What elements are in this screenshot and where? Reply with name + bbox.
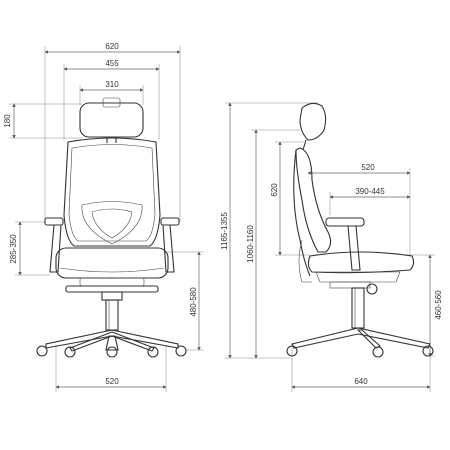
label-seat-height-front: 480-580 [189,287,198,317]
label-base-width: 520 [105,377,119,386]
dim-overall-width: 620 [44,42,181,222]
dim-base-width: 520 [55,345,167,392]
side-view: 1165-1355 1060-1160 620 520 390-445 [220,102,443,392]
label-seat-height-side: 460-560 [434,290,443,320]
dim-backrest-height: 620 [270,141,310,256]
front-mechanism [65,285,159,331]
dim-seat-depth: 520 [307,163,411,255]
dim-seat-height-front: 480-580 [165,251,204,351]
dim-seat-depth-adjust: 390-445 [329,187,411,215]
side-backrest [293,147,332,283]
front-base [36,329,187,358]
dim-armrest-height: 285-350 [9,221,50,276]
front-headrest [79,97,144,143]
dim-headrest-width: 310 [79,80,144,105]
label-armrest-height: 285-350 [9,234,18,264]
label-headrest-width: 310 [105,80,119,89]
label-backrest-height: 620 [270,183,279,197]
dim-back-height: 1060-1160 [246,129,300,359]
side-armrest [325,217,365,271]
dim-overall-height: 1165-1355 [220,102,318,359]
label-backrest-width: 455 [105,59,119,68]
label-back-height: 1060-1160 [246,225,255,263]
side-headrest [299,102,327,151]
label-seat-depth-adjust: 390-445 [355,187,385,196]
label-base-depth: 640 [354,377,368,386]
front-view: 620 455 310 180 285-350 [3,42,204,392]
dim-seat-height-side: 460-560 [405,254,443,357]
dim-headrest-height: 180 [3,103,82,139]
front-armrests [44,217,180,273]
label-overall-width: 620 [105,42,119,51]
dim-base-depth: 640 [291,345,431,392]
side-base [286,327,434,358]
side-column [351,287,365,329]
front-seat [55,247,169,287]
front-backrest [63,137,161,247]
dim-backrest-width: 455 [63,59,160,140]
label-overall-height: 1165-1355 [220,212,229,250]
side-seat [307,251,415,295]
label-headrest-height: 180 [3,114,12,128]
label-seat-depth: 520 [361,163,375,172]
